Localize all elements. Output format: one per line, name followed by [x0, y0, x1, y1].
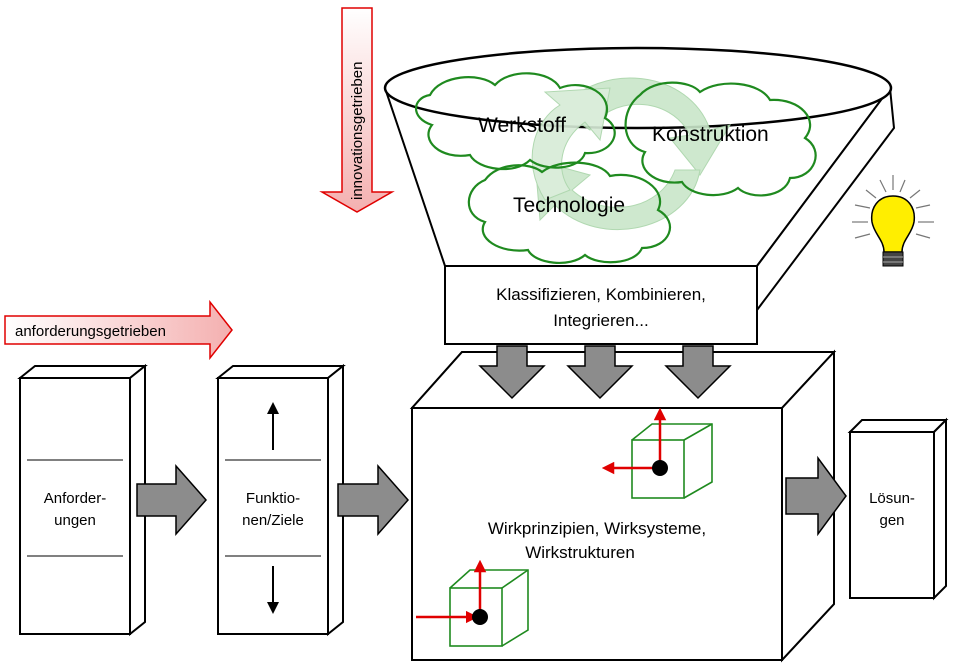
- requirements-label-line1: Anforder-: [44, 490, 107, 507]
- solutions-box: Lösun- gen: [847, 417, 949, 601]
- funnel: Werkstoff Konstruktion Technologie: [383, 46, 896, 313]
- outlet-label-line2: Integrieren...: [553, 311, 648, 330]
- outlet-down-arrows: [478, 345, 732, 400]
- innovation-driver-label: innovationsgetrieben: [349, 62, 366, 200]
- functions-label-line1: Funktio-: [246, 490, 300, 507]
- requirements-driver-label: anforderungsgetrieben: [15, 323, 166, 340]
- requirements-label-line2: ungen: [54, 512, 96, 529]
- cloud-technologie: [467, 161, 671, 264]
- flow-arrow-3: [785, 455, 847, 537]
- innovation-arrow: [319, 7, 395, 213]
- solutions-label-line1: Lösun-: [869, 490, 915, 507]
- flow-arrow-2: [337, 464, 410, 536]
- down-arrow-1: [478, 345, 546, 400]
- coordinate-cube-icon: [416, 559, 529, 647]
- solutions-label-line2: gen: [879, 512, 904, 529]
- flow-arrow-1: [136, 464, 208, 536]
- cloud-label-werkstoff: Werkstoff: [478, 114, 566, 137]
- cloud-konstruktion: [624, 81, 817, 197]
- funnel-outlet: Klassifizieren, Kombinieren, Integrieren…: [444, 265, 758, 345]
- principles-label-line1: Wirkprinzipien, Wirksysteme,: [488, 519, 706, 538]
- lightbulb-icon: [852, 175, 934, 267]
- cloud-label-technologie: Technologie: [513, 194, 625, 217]
- coordinate-cube-icon: [601, 407, 713, 499]
- innovation-driver: innovationsgetrieben: [319, 7, 395, 213]
- cycle-arrows-icon: [531, 77, 732, 230]
- requirements-box: Anforder- ungen: [17, 363, 148, 637]
- functions-label-line2: nen/Ziele: [242, 512, 304, 529]
- down-arrow-3: [664, 345, 732, 400]
- outlet-label-line1: Klassifizieren, Kombinieren,: [496, 285, 706, 304]
- down-arrow-2: [566, 345, 634, 400]
- cloud-label-konstruktion: Konstruktion: [652, 123, 769, 146]
- functions-box: Funktio- nen/Ziele: [215, 363, 346, 637]
- principles-label-line2: Wirkstrukturen: [525, 543, 635, 562]
- requirements-driver: anforderungsgetrieben: [4, 299, 233, 361]
- requirements-arrow: [4, 299, 233, 361]
- principles-box: Wirkprinzipien, Wirksysteme, Wirkstruktu…: [409, 349, 837, 663]
- cloud-werkstoff: [414, 72, 616, 171]
